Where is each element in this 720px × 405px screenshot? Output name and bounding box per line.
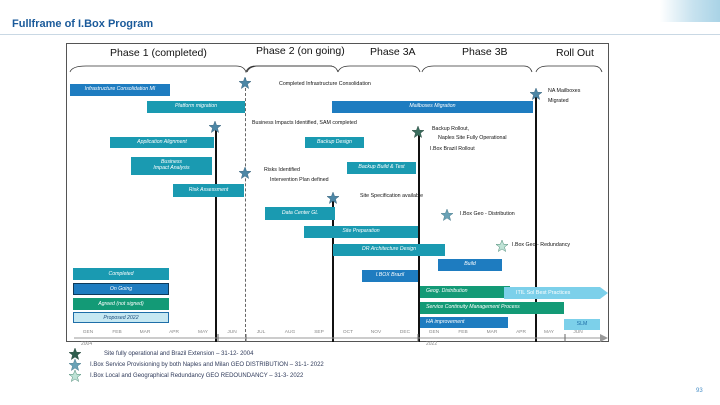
bar-backup-design: Backup Design [305, 137, 364, 148]
star-icon [69, 359, 81, 371]
bar-business-impact-line2: Impact Analysis [153, 165, 190, 171]
note-ibox-redundancy: I.Box Geo - Redundancy [512, 242, 571, 248]
bar-dr-architecture: DR Architecture Design [333, 244, 445, 256]
star-icon [239, 77, 251, 89]
slide-number: 93 [696, 388, 703, 394]
star-icon [496, 240, 508, 252]
star-icon [441, 209, 453, 221]
bar-backup-build: Backup Build & Test [347, 162, 416, 174]
legend-agreed: Agreed (not signed) [73, 298, 169, 310]
month-label: FEB [112, 330, 122, 335]
note-business-impacts: Business Impacts Identified, SAM complet… [252, 120, 357, 126]
legend-proposed: Proposed 2022 [73, 312, 169, 323]
year-label-2022: 2022 [426, 341, 438, 347]
bar-mailboxes-migration: Mailboxes Migration [332, 101, 533, 113]
milestone-line-jun [215, 128, 217, 342]
bar-service-continuity: Service Continuity Management Process [420, 302, 564, 314]
milestone-legend-2: I.Box Service Provisioning by both Naple… [90, 362, 324, 368]
slide-title: Fullframe of I.Box Program [12, 18, 154, 30]
bar-platform-migration: Platform migration [147, 101, 245, 113]
star-icon [530, 88, 542, 100]
year-label-2004: 2004 [81, 341, 93, 347]
note-ibox-distribution: I.Box Geo - Distribution [460, 211, 515, 217]
month-label: JUN [227, 330, 237, 335]
milestone-line-apr [535, 96, 537, 342]
note-risks-1: Risks Identified [264, 167, 300, 173]
phase-3b-label: Phase 3B [462, 46, 508, 58]
itil-label: ITIL Sol Best Practices [516, 290, 571, 296]
phase-1-label: Phase 1 (completed) [110, 47, 207, 59]
bar-application-alignment: Application Alignment [110, 137, 214, 148]
star-icon [327, 192, 339, 204]
milestone-legend-3: I.Box Local and Geographical Redundancy … [90, 373, 304, 379]
bar-build: Build [438, 259, 502, 271]
month-label: JUN [573, 330, 583, 335]
note-site-spec: Site Specification available [360, 193, 424, 199]
legend-on-going: On Going [73, 283, 169, 295]
month-label: NOV [370, 330, 382, 335]
phase-2-label: Phase 2 (on going) [256, 45, 345, 57]
bar-ha-improvement: HA improvement [420, 317, 508, 328]
bar-data-center: Data Center GL [265, 207, 335, 220]
star-icon [69, 370, 81, 382]
note-na-mailboxes-2: Migrated [548, 98, 569, 104]
milestone-line-dec [418, 134, 420, 342]
month-label: MAY [543, 330, 555, 335]
note-completed-infra: Completed Infrastructure Consolidation [279, 81, 371, 87]
note-backup-rollout-3: I.Box Brazil Rollout [430, 146, 475, 152]
month-label: JUL [256, 330, 266, 335]
phase-3a-label: Phase 3A [370, 46, 416, 58]
star-icon [239, 167, 251, 179]
legend-completed: Completed [73, 268, 169, 280]
month-label: APR [169, 330, 179, 335]
month-label: SEP [314, 330, 324, 335]
bar-infrastructure: Infrastructure Consolidation MI [70, 84, 170, 96]
roll-out-label: Roll Out [556, 47, 594, 59]
month-label: MAY [197, 330, 209, 335]
milestone-legend-1: Site fully operational and Brazil Extens… [104, 351, 254, 357]
month-label: MAR [486, 330, 498, 335]
title-divider [0, 34, 720, 35]
month-label: FEB [458, 330, 468, 335]
month-label: OCT [342, 330, 354, 335]
bar-slm: SLM [564, 319, 600, 330]
note-backup-rollout-1: Backup Rollout, [432, 126, 470, 132]
star-icon [69, 348, 81, 360]
milestone-line-sep [332, 198, 334, 342]
note-risks-2: Intervention Plan defined [270, 177, 329, 183]
star-icon [209, 121, 221, 133]
bar-ibox-brazil: I.BOX Brazil [362, 270, 418, 282]
phase-brace-lines [69, 65, 603, 74]
note-backup-rollout-2: Naples Site Fully Operational [438, 135, 507, 141]
bar-geog-distribution: Geog. Distribution [420, 286, 510, 298]
month-label: DEC [399, 330, 411, 335]
month-label: APR [516, 330, 526, 335]
timeline-axis [74, 334, 608, 342]
note-na-mailboxes-1: NA Mailboxes [548, 88, 581, 94]
bar-business-impact-line1: Business [160, 159, 183, 166]
month-label: GEN [82, 330, 94, 335]
arrow-right-icon [504, 287, 608, 299]
bar-business-impact: Business Impact Analysis [131, 157, 212, 175]
month-label: MAR [139, 330, 151, 335]
month-label: AUG [284, 330, 296, 335]
month-label: GEN [428, 330, 440, 335]
bar-risk-assessment: Risk Assessment [173, 184, 244, 197]
star-icon [412, 126, 424, 138]
header-decoration [660, 0, 720, 22]
bar-site-preparation: Site Preparation [304, 226, 418, 238]
phase-divider-1 [245, 78, 246, 342]
